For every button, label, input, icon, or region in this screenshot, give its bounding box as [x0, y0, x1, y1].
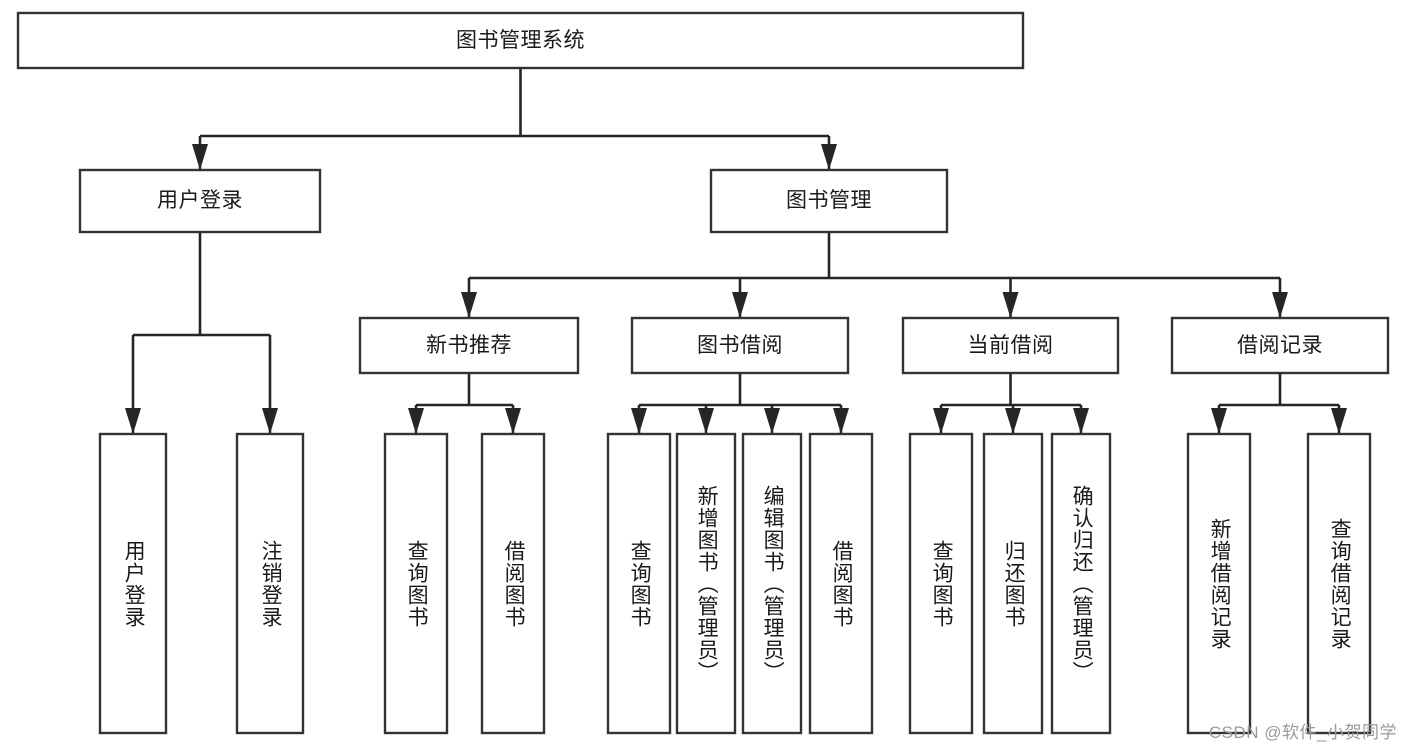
node-n-book-borrow[interactable] [632, 318, 848, 373]
node-box-n-current-borrow[interactable] [901, 316, 1120, 375]
arrow-head-icon [125, 408, 141, 434]
node-root[interactable] [18, 13, 1023, 68]
arrow-head-icon [262, 408, 278, 434]
node-l-query-book-2[interactable] [608, 434, 670, 733]
box-layer [16, 11, 1390, 735]
arrow-head-icon [1331, 408, 1347, 434]
node-n-borrow-record[interactable] [1172, 318, 1388, 373]
node-l-add-book[interactable] [677, 434, 735, 733]
arrow-head-icon [408, 408, 424, 434]
node-box-l-query-book-2[interactable] [606, 432, 672, 735]
node-n-user-login[interactable] [80, 170, 320, 232]
arrow-head-icon [764, 408, 780, 434]
node-box-l-add-book[interactable] [675, 432, 737, 735]
node-box-root[interactable] [16, 11, 1025, 70]
node-l-user-login[interactable] [100, 434, 166, 733]
node-box-l-return-book[interactable] [982, 432, 1044, 735]
arrow-head-icon [1211, 408, 1227, 434]
node-box-l-borrow-book-1[interactable] [480, 432, 546, 735]
arrow-head-icon [505, 408, 521, 434]
node-box-n-user-login[interactable] [78, 168, 322, 234]
node-l-borrow-book-2[interactable] [810, 434, 872, 733]
arrow-head-icon [732, 292, 748, 318]
node-l-confirm-return[interactable] [1052, 434, 1110, 733]
arrow-head-icon [698, 408, 714, 434]
node-box-l-edit-book[interactable] [741, 432, 803, 735]
node-box-l-query-book-1[interactable] [383, 432, 449, 735]
arrow-head-icon [821, 144, 837, 170]
node-n-book-mgmt[interactable] [711, 170, 947, 232]
arrow-head-icon [1272, 292, 1288, 318]
node-l-logout[interactable] [237, 434, 303, 733]
arrow-head-icon [631, 408, 647, 434]
arrow-head-icon [1073, 408, 1089, 434]
node-box-l-logout[interactable] [235, 432, 305, 735]
arrow-head-icon [1005, 408, 1021, 434]
node-box-n-book-mgmt[interactable] [709, 168, 949, 234]
watermark-text: CSDN @软件_小贺同学 [1208, 723, 1397, 742]
node-box-n-borrow-record[interactable] [1170, 316, 1390, 375]
node-l-query-book-1[interactable] [385, 434, 447, 733]
arrow-head-icon [833, 408, 849, 434]
node-box-n-new-book-rec[interactable] [358, 316, 580, 375]
node-l-borrow-book-1[interactable] [482, 434, 544, 733]
node-box-l-confirm-return[interactable] [1050, 432, 1112, 735]
arrow-head-icon [461, 292, 477, 318]
node-box-l-query-record[interactable] [1306, 432, 1372, 735]
node-l-query-book-3[interactable] [910, 434, 972, 733]
node-l-edit-book[interactable] [743, 434, 801, 733]
node-box-n-book-borrow[interactable] [630, 316, 850, 375]
arrow-head-icon [192, 144, 208, 170]
node-box-l-add-record[interactable] [1186, 432, 1252, 735]
edge-layer [125, 68, 1347, 434]
node-box-l-user-login[interactable] [98, 432, 168, 735]
node-box-l-query-book-3[interactable] [908, 432, 974, 735]
node-n-current-borrow[interactable] [903, 318, 1118, 373]
arrow-head-icon [1002, 292, 1019, 318]
arrow-head-icon [933, 408, 949, 434]
node-l-return-book[interactable] [984, 434, 1042, 733]
node-n-new-book-rec[interactable] [360, 318, 578, 373]
node-box-l-borrow-book-2[interactable] [808, 432, 874, 735]
node-l-add-record[interactable] [1188, 434, 1250, 733]
node-l-query-record[interactable] [1308, 434, 1370, 733]
